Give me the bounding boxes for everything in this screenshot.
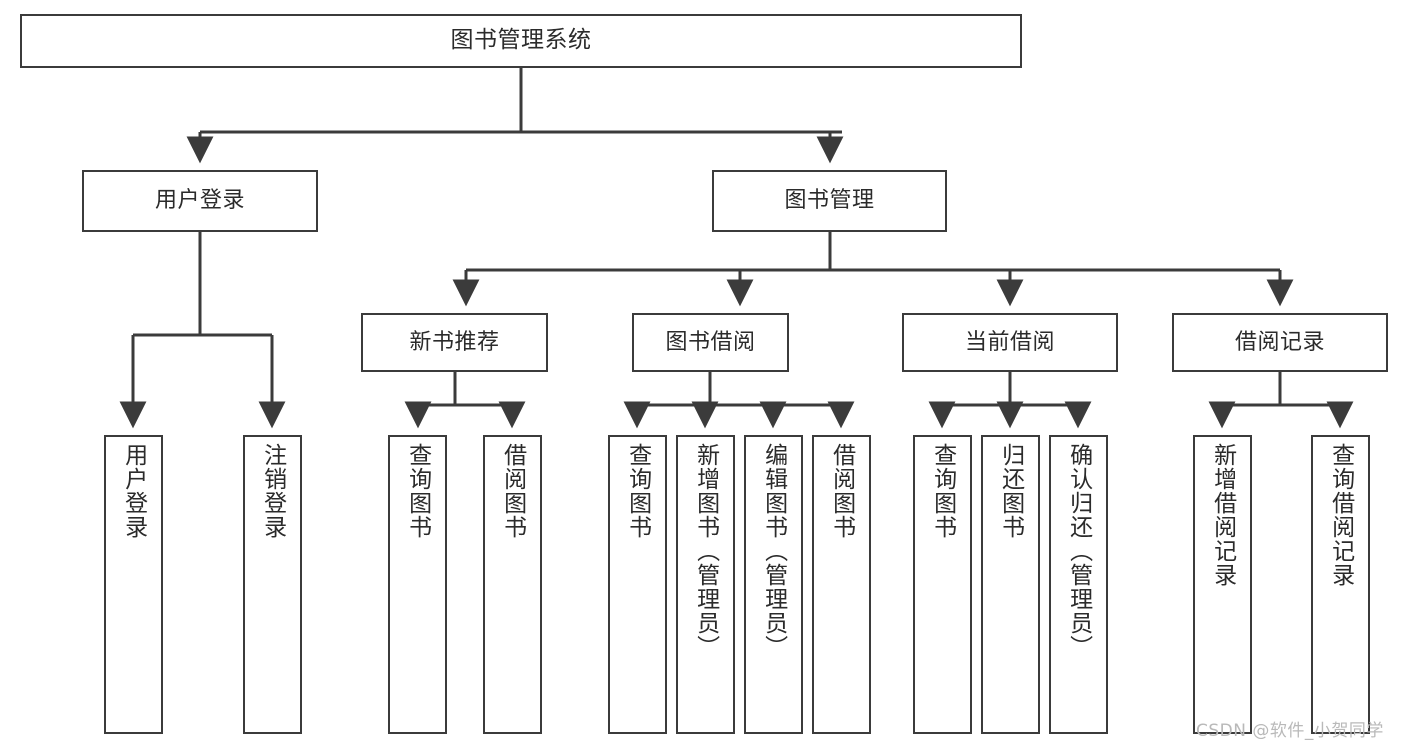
node-leaf-borrow-book-2-label: 借阅图书 <box>828 443 855 539</box>
node-leaf-query-book-2-label: 查询图书 <box>624 443 651 539</box>
node-leaf-user-login[interactable]: 用户登录 <box>104 435 163 734</box>
node-leaf-query-book-3-label: 查询图书 <box>929 443 956 539</box>
node-current-borrow-label: 当前借阅 <box>964 329 1055 355</box>
node-leaf-logout[interactable]: 注销登录 <box>243 435 302 734</box>
node-book-borrow[interactable]: 图书借阅 <box>632 313 789 372</box>
node-leaf-query-book-2[interactable]: 查询图书 <box>608 435 667 734</box>
watermark-text: CSDN @软件_小贺同学 <box>1196 721 1384 741</box>
node-leaf-query-book-1[interactable]: 查询图书 <box>388 435 447 734</box>
node-leaf-add-record-label: 新增借阅记录 <box>1209 443 1236 587</box>
node-borrow-record[interactable]: 借阅记录 <box>1172 313 1388 372</box>
node-book-management-label: 图书管理 <box>784 188 875 214</box>
node-leaf-query-record[interactable]: 查询借阅记录 <box>1311 435 1370 734</box>
node-root[interactable]: 图书管理系统 <box>20 14 1022 68</box>
node-leaf-return-book[interactable]: 归还图书 <box>981 435 1040 734</box>
node-book-borrow-label: 图书借阅 <box>665 329 756 355</box>
node-leaf-borrow-book-1[interactable]: 借阅图书 <box>483 435 542 734</box>
node-leaf-add-book[interactable]: 新增图书（管理员） <box>676 435 735 734</box>
node-leaf-query-record-label: 查询借阅记录 <box>1327 443 1354 587</box>
node-current-borrow[interactable]: 当前借阅 <box>902 313 1118 372</box>
node-user-login[interactable]: 用户登录 <box>82 170 318 232</box>
node-leaf-borrow-book-1-label: 借阅图书 <box>499 443 526 539</box>
node-leaf-edit-book[interactable]: 编辑图书（管理员） <box>744 435 803 734</box>
node-leaf-return-book-label: 归还图书 <box>997 443 1024 539</box>
node-leaf-add-book-label: 新增图书（管理员） <box>692 443 719 659</box>
node-leaf-confirm-return[interactable]: 确认归还（管理员） <box>1049 435 1108 734</box>
node-leaf-logout-label: 注销登录 <box>259 443 286 539</box>
node-leaf-edit-book-label: 编辑图书（管理员） <box>760 443 787 659</box>
node-user-login-label: 用户登录 <box>154 188 245 214</box>
node-leaf-confirm-return-label: 确认归还（管理员） <box>1065 443 1092 659</box>
node-leaf-add-record[interactable]: 新增借阅记录 <box>1193 435 1252 734</box>
node-leaf-borrow-book-2[interactable]: 借阅图书 <box>812 435 871 734</box>
node-root-label: 图书管理系统 <box>450 27 592 54</box>
node-new-book-recommend-label: 新书推荐 <box>409 329 500 355</box>
node-leaf-query-book-3[interactable]: 查询图书 <box>913 435 972 734</box>
node-borrow-record-label: 借阅记录 <box>1234 329 1325 355</box>
node-leaf-query-book-1-label: 查询图书 <box>404 443 431 539</box>
node-book-management[interactable]: 图书管理 <box>712 170 947 232</box>
node-leaf-user-login-label: 用户登录 <box>120 443 147 539</box>
node-new-book-recommend[interactable]: 新书推荐 <box>361 313 548 372</box>
